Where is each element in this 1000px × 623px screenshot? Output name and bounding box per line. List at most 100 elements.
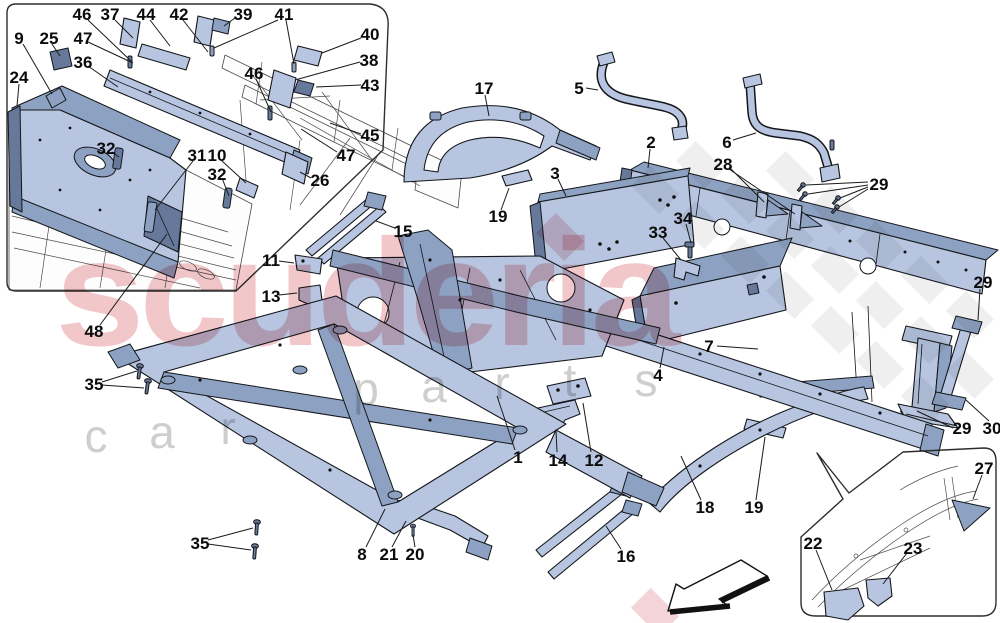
- callout-26-21[interactable]: 26: [311, 171, 330, 190]
- callout-20-51[interactable]: 20: [406, 545, 425, 564]
- callout-42-3[interactable]: 42: [170, 5, 189, 24]
- checker-band: [535, 140, 995, 623]
- inset-part-22: [823, 587, 865, 621]
- leader-line-24: [16, 83, 20, 107]
- callout-27-52[interactable]: 27: [975, 459, 994, 478]
- leader-line-47: [300, 128, 338, 153]
- callout-29-27[interactable]: 29: [870, 175, 889, 194]
- callout-37-1[interactable]: 37: [101, 5, 120, 24]
- leader-line-15: [375, 220, 396, 229]
- leader-line-17: [484, 94, 490, 117]
- callout-36-10[interactable]: 36: [74, 53, 93, 72]
- leader-line-6: [732, 132, 757, 141]
- part-floor-brackets: [112, 147, 309, 233]
- callout-46-0[interactable]: 46: [73, 5, 92, 24]
- callout-12-45[interactable]: 12: [585, 451, 604, 470]
- callout-6-25[interactable]: 6: [722, 133, 731, 152]
- watermark-letter-a: a: [421, 360, 447, 412]
- callout-19-29[interactable]: 19: [489, 207, 508, 226]
- part-roll-hoop: [403, 105, 601, 183]
- part-plate-11: [294, 254, 323, 275]
- callout-2-24[interactable]: 2: [646, 133, 655, 152]
- leader-line-25: [51, 43, 61, 57]
- callout-7-34[interactable]: 7: [704, 337, 713, 356]
- callout-18-46[interactable]: 18: [696, 498, 715, 517]
- leader-line-35: [207, 543, 252, 551]
- callout-13-39[interactable]: 13: [262, 287, 281, 306]
- callout-11-38[interactable]: 11: [262, 251, 280, 270]
- callout-47-16[interactable]: 47: [337, 146, 356, 165]
- callout-40-6[interactable]: 40: [361, 25, 380, 44]
- callout-38-12[interactable]: 38: [360, 51, 379, 70]
- leader-line-36: [87, 65, 119, 88]
- leader-line-39: [223, 17, 236, 27]
- leader-line-29: [977, 288, 981, 321]
- part-pad-19-upper: [501, 169, 533, 187]
- callout-48-40[interactable]: 48: [85, 322, 104, 341]
- callout-10-19[interactable]: 10: [208, 146, 227, 165]
- callout-25-8[interactable]: 25: [40, 29, 59, 48]
- leader-line-19: [500, 187, 510, 211]
- callout-14-44[interactable]: 14: [549, 451, 568, 470]
- callout-45-15[interactable]: 45: [361, 126, 380, 145]
- callout-33-32[interactable]: 33: [649, 223, 668, 242]
- callout-39-4[interactable]: 39: [234, 5, 253, 24]
- leader-line-26: [299, 171, 312, 179]
- callout-5-23[interactable]: 5: [574, 79, 583, 98]
- leader-line-16: [605, 525, 622, 550]
- callout-24-11[interactable]: 24: [10, 68, 29, 87]
- leader-line-30: [965, 399, 990, 422]
- callout-43-13[interactable]: 43: [361, 76, 380, 95]
- watermark-letter-r: r: [220, 402, 235, 454]
- leader-line-42: [182, 19, 209, 53]
- callout-32-17[interactable]: 32: [97, 139, 116, 158]
- leader-line-44: [149, 19, 171, 47]
- leader-line-46: [87, 19, 133, 63]
- callout-21-50[interactable]: 21: [380, 545, 399, 564]
- leader-line-8: [365, 508, 386, 548]
- callout-1-43[interactable]: 1: [513, 448, 522, 467]
- leader-line-5: [585, 87, 599, 91]
- inset-border-top-left: [6, 3, 389, 292]
- callout-32-20[interactable]: 32: [208, 165, 227, 184]
- callout-4-35[interactable]: 4: [653, 366, 663, 385]
- leader-line-10: [221, 160, 247, 184]
- part-rear-bulkhead: [7, 85, 187, 279]
- leader-line-45: [329, 122, 362, 135]
- callout-31-18[interactable]: 31: [188, 146, 207, 165]
- leader-line-20: [412, 534, 416, 548]
- callout-23-54[interactable]: 23: [904, 539, 923, 558]
- callout-35-42[interactable]: 35: [191, 534, 210, 553]
- callout-47-9[interactable]: 47: [74, 29, 93, 48]
- callout-41-5[interactable]: 41: [275, 5, 294, 24]
- callout-22-53[interactable]: 22: [804, 534, 823, 553]
- leader-line-3: [557, 178, 567, 197]
- callout-29-33[interactable]: 29: [974, 273, 993, 292]
- leader-line-32: [111, 151, 120, 158]
- callout-30-37[interactable]: 30: [983, 419, 1000, 438]
- callout-9-7[interactable]: 9: [14, 29, 23, 48]
- leader-line-48: [99, 233, 168, 326]
- callout-44-2[interactable]: 44: [137, 5, 156, 24]
- callout-15-30[interactable]: 15: [394, 222, 413, 241]
- leader-line-23: [882, 552, 908, 585]
- leader-line-1: [496, 395, 516, 451]
- leader-line-29: [916, 410, 954, 429]
- callout-28-26[interactable]: 28: [714, 155, 733, 174]
- callout-17-22[interactable]: 17: [475, 79, 494, 98]
- inset-detail-box: [800, 447, 997, 621]
- callout-19-47[interactable]: 19: [745, 498, 764, 517]
- callout-35-41[interactable]: 35: [85, 375, 104, 394]
- leader-line-13: [278, 292, 298, 296]
- inset-part-27: [951, 499, 991, 532]
- callout-16-48[interactable]: 16: [617, 547, 636, 566]
- leader-line-41: [213, 19, 279, 49]
- callout-8-49[interactable]: 8: [357, 545, 366, 564]
- callout-34-31[interactable]: 34: [674, 209, 693, 228]
- callout-29-36[interactable]: 29: [953, 419, 972, 438]
- callout-46-14[interactable]: 46: [245, 64, 264, 83]
- callout-3-28[interactable]: 3: [550, 164, 559, 183]
